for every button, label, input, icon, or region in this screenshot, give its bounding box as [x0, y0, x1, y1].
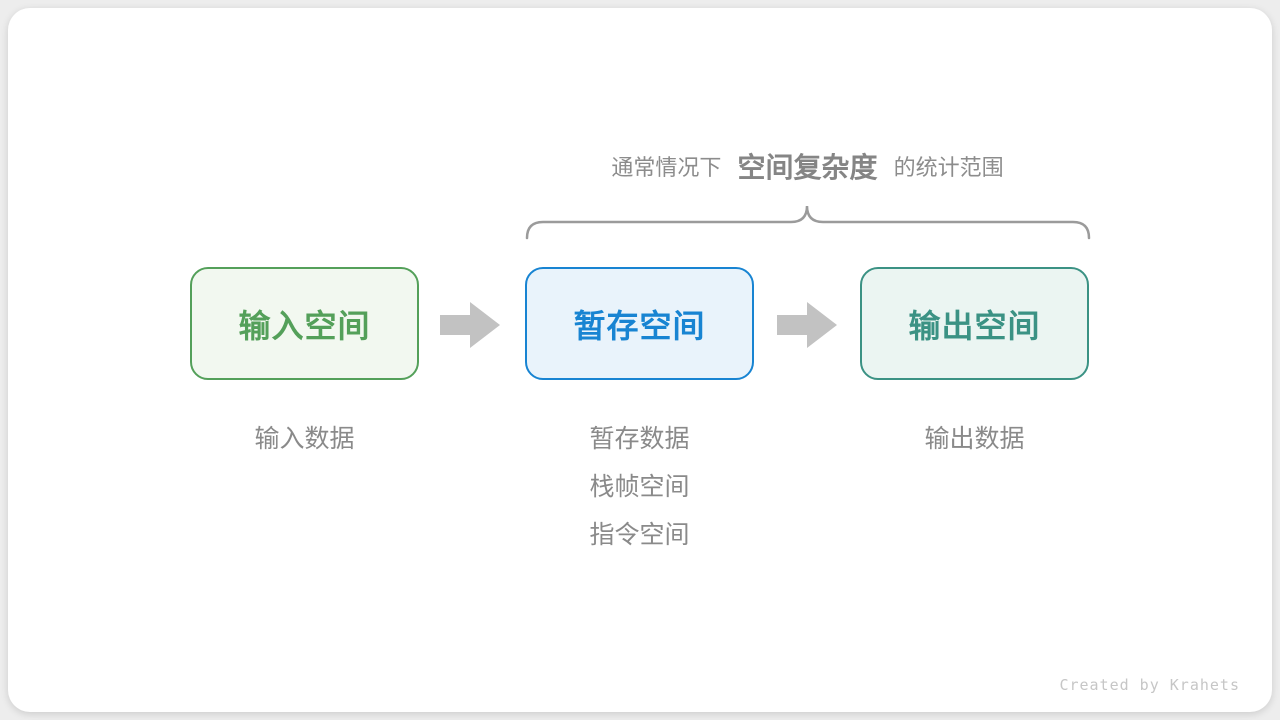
box-temp-space: 暂存空间	[525, 267, 754, 380]
notes-input-space: 输入数据	[190, 415, 419, 463]
notes-output-space: 输出数据	[860, 415, 1089, 463]
box-input-space: 输入空间	[190, 267, 419, 380]
box-input-space-label: 输入空间	[238, 307, 371, 344]
arrow-right-icon	[440, 300, 500, 350]
note-line: 暂存数据	[589, 425, 690, 453]
caption: 通常情况下 空间复杂度 的统计范围	[515, 148, 1100, 188]
box-output-space-label: 输出空间	[908, 307, 1041, 344]
credit-text: Created by Krahets	[1059, 676, 1240, 694]
box-temp-space-label: 暂存空间	[573, 307, 706, 344]
diagram-card: 通常情况下 空间复杂度 的统计范围 输入空间 暂存空间 输出空间 输入数据 暂存…	[8, 8, 1272, 712]
caption-suffix: 的统计范围	[893, 155, 1004, 180]
box-output-space: 输出空间	[860, 267, 1089, 380]
arrow-right-icon	[777, 300, 837, 350]
note-line: 栈帧空间	[589, 473, 690, 501]
note-line: 指令空间	[589, 521, 690, 549]
note-line: 输出数据	[924, 425, 1025, 453]
notes-temp-space: 暂存数据 栈帧空间 指令空间	[525, 415, 754, 559]
overbrace	[515, 195, 1100, 245]
note-line: 输入数据	[254, 425, 355, 453]
overbrace-path	[525, 205, 1091, 240]
caption-highlight: 空间复杂度	[737, 152, 878, 183]
caption-prefix: 通常情况下	[611, 155, 722, 180]
